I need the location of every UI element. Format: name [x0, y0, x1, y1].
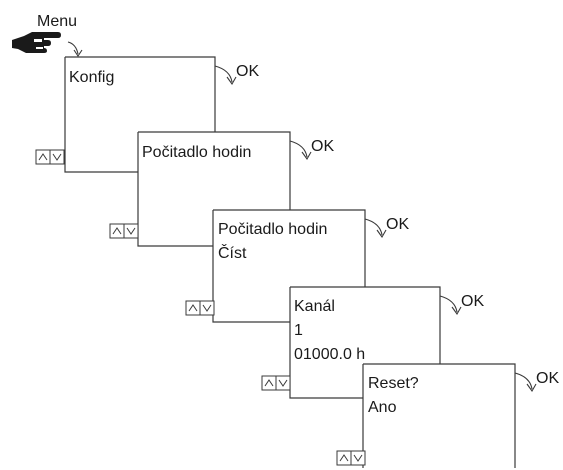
curved-arrow-icon — [439, 295, 462, 316]
screen-reset: Reset? Ano — [362, 363, 516, 468]
up-arrow-button-icon — [336, 450, 352, 466]
ok-pocitadlo-cist: OK — [364, 216, 409, 239]
nav-buttons-pocitadlo-cist — [185, 300, 215, 316]
ok-reset: OK — [514, 370, 559, 393]
ok-label: OK — [386, 216, 409, 233]
screen-kanal: Kanál 1 01000.0 h — [289, 286, 441, 399]
down-arrow-button-icon — [350, 450, 366, 466]
ok-label: OK — [536, 370, 559, 387]
down-arrow-button-icon — [275, 375, 291, 391]
nav-buttons-reset — [336, 450, 366, 466]
ok-label: OK — [461, 293, 484, 310]
curved-arrow-icon — [289, 140, 312, 161]
screen-pocitadlo-cist-line-2: Číst — [218, 243, 247, 262]
ok-label: OK — [311, 138, 334, 155]
screen-kanal-line-2: 1 — [294, 322, 303, 339]
screen-kanal-line-3: 01000.0 h — [294, 346, 365, 363]
screen-konfig-line-1: Konfig — [69, 69, 114, 86]
up-arrow-button-icon — [109, 223, 125, 239]
screen-pocitadlo-cist-line-1: Počitadlo hodin — [218, 221, 327, 238]
ok-konfig: OK — [214, 63, 259, 86]
nav-buttons-konfig — [35, 149, 65, 165]
screen-reset-line-1: Reset? — [368, 375, 419, 392]
ok-label: OK — [236, 63, 259, 80]
screen-pocitadlo: Počitadlo hodin — [137, 131, 291, 247]
down-arrow-button-icon — [49, 149, 65, 165]
screen-reset-line-2: Ano — [368, 399, 397, 416]
down-arrow-button-icon — [199, 300, 215, 316]
screen-konfig: Konfig — [64, 56, 216, 173]
curved-arrow-icon — [514, 372, 537, 393]
ok-pocitadlo: OK — [289, 138, 334, 161]
screen-pocitadlo-line-1: Počitadlo hodin — [142, 144, 251, 161]
up-arrow-button-icon — [35, 149, 51, 165]
nav-buttons-kanal — [261, 375, 291, 391]
screen-kanal-line-1: Kanál — [294, 298, 335, 315]
menu-label: Menu — [37, 13, 77, 30]
up-arrow-button-icon — [261, 375, 277, 391]
screen-pocitadlo-cist: Počitadlo hodin Číst — [212, 209, 366, 323]
down-arrow-button-icon — [123, 223, 139, 239]
curved-arrow-icon — [214, 65, 237, 86]
curved-arrow-icon — [364, 218, 387, 239]
up-arrow-button-icon — [185, 300, 201, 316]
pointing-hand-icon — [12, 32, 61, 53]
menu-enter-arrow-icon — [67, 41, 83, 57]
nav-buttons-pocitadlo — [109, 223, 139, 239]
ok-kanal: OK — [439, 293, 484, 316]
